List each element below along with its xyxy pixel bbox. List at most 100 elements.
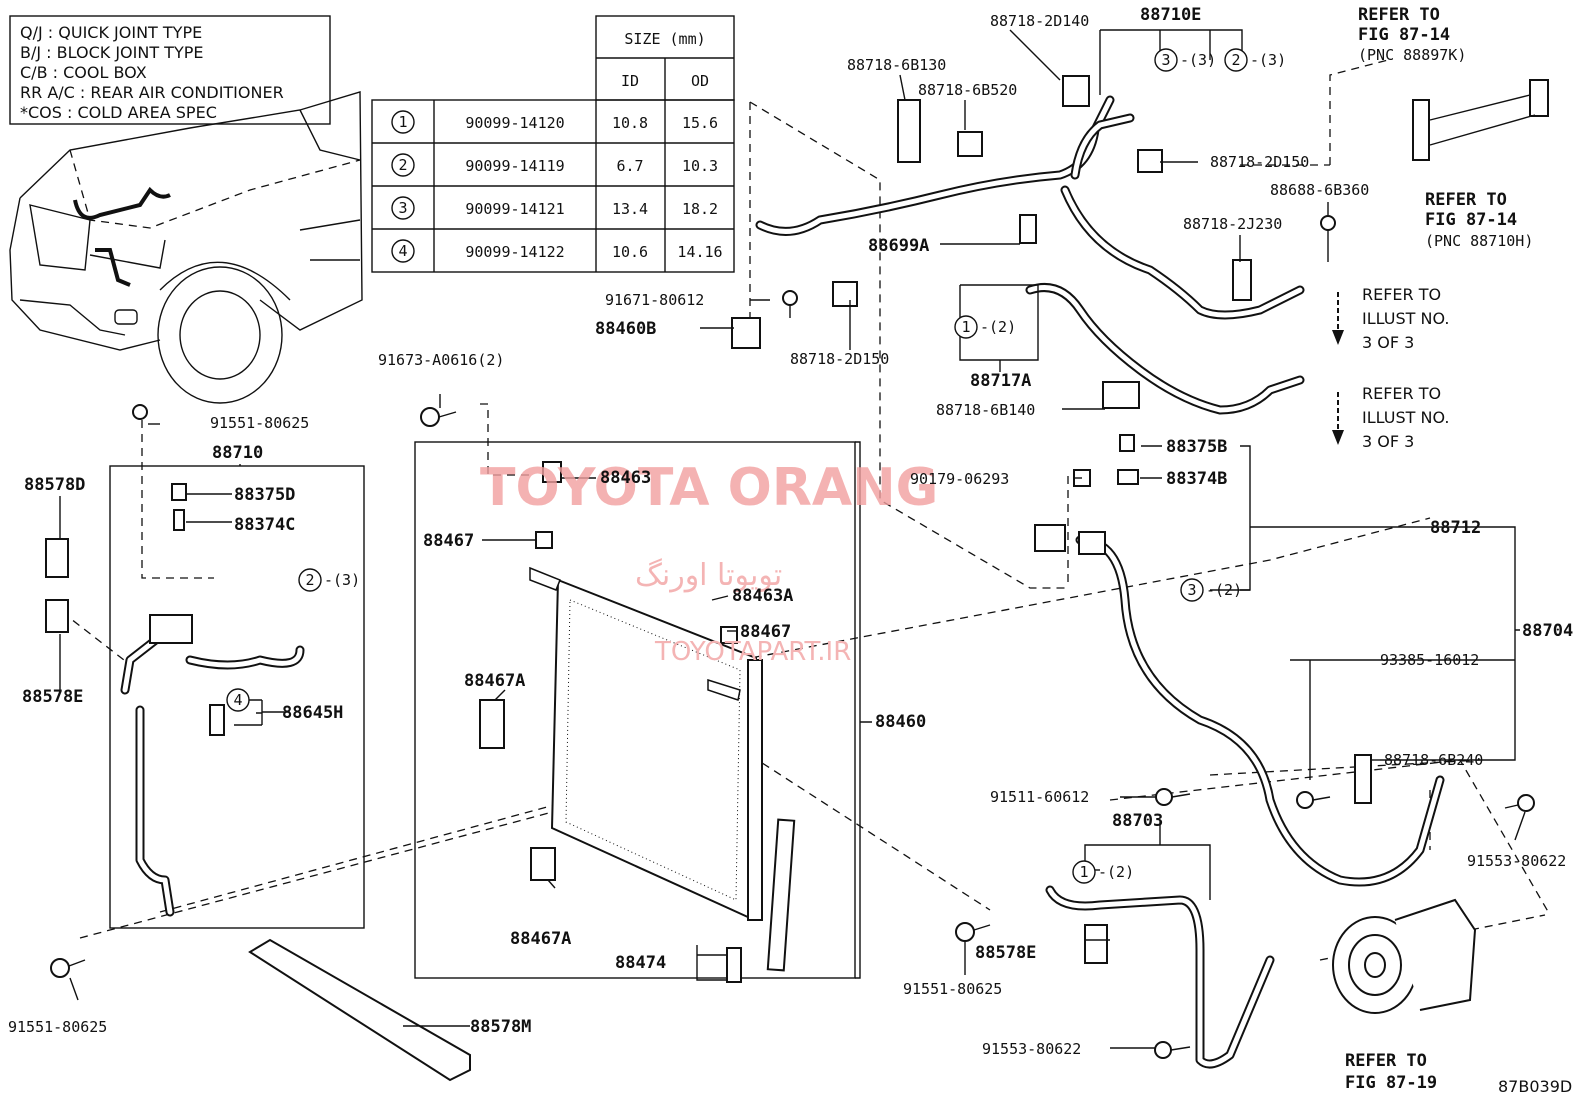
cushion-88467A bbox=[530, 847, 556, 881]
part-label: 88718-2D150 bbox=[790, 350, 889, 368]
part-label: 88710E bbox=[1140, 5, 1201, 25]
clamp-88718-2D140 bbox=[1062, 75, 1090, 107]
part-label: 88718-2D150 bbox=[1210, 153, 1309, 171]
receiver-block bbox=[149, 614, 193, 644]
switch-88645H bbox=[209, 704, 225, 736]
legend-line: RR A/C : REAR AIR CONDITIONER bbox=[20, 83, 284, 102]
ref-note-line: REFER TO bbox=[1345, 1051, 1427, 1071]
marker-qty: -(2) bbox=[980, 318, 1016, 336]
part-label: 90179-06293 bbox=[910, 470, 1009, 488]
pipe-block bbox=[1078, 531, 1106, 555]
marker-number: 2 bbox=[305, 571, 314, 589]
part-label: 88718-6B140 bbox=[936, 401, 1035, 419]
condenser-assembly-box bbox=[414, 441, 856, 979]
table-circle-marker bbox=[391, 110, 415, 134]
legend-line: C/B : COOL BOX bbox=[20, 63, 147, 82]
compressor bbox=[1332, 898, 1477, 1014]
pipe-block bbox=[1034, 524, 1066, 552]
cushion-88467A bbox=[479, 699, 505, 749]
ref-note-line: ILLUST NO. bbox=[1362, 408, 1449, 427]
cap-88375B bbox=[1119, 434, 1135, 452]
part-label: 88467 bbox=[423, 531, 474, 551]
table-row-part: 90099-14120 bbox=[465, 114, 564, 132]
legend-line: *COS : COLD AREA SPEC bbox=[20, 103, 217, 122]
receiver-assembly-box bbox=[109, 465, 365, 929]
table-row-no: 1 bbox=[398, 113, 407, 131]
part-label: 88467A bbox=[510, 929, 571, 949]
oring-size-table: SIZE (mm) ID OD 1 90099-14120 10.8 15.6 … bbox=[371, 15, 735, 273]
ref-note-line: REFER TO bbox=[1362, 285, 1441, 304]
bracket-88463 bbox=[542, 461, 562, 483]
abbreviation-legend: Q/J : QUICK JOINT TYPE B/J : BLOCK JOINT… bbox=[9, 15, 331, 125]
marker-qty: -(3) bbox=[1250, 51, 1286, 69]
marker-qty: -(2) bbox=[1098, 863, 1134, 881]
part-label: 88718-6B240 bbox=[1384, 751, 1483, 769]
part-label: 88718-2D140 bbox=[990, 12, 1089, 30]
table-row-id: 13.4 bbox=[612, 200, 648, 218]
oring-markers: 3 -(3) 2 -(3) 1 -(2) 2 -(3) 4 3 -(2) 1 -… bbox=[226, 48, 1286, 884]
part-label: 88717A bbox=[970, 371, 1031, 391]
part-label: 88712 bbox=[1430, 518, 1481, 538]
part-label: 88710 bbox=[212, 443, 263, 463]
legend-line: B/J : BLOCK JOINT TYPE bbox=[20, 43, 203, 62]
marker-number: 1 bbox=[1079, 863, 1088, 881]
part-label: 88718-6B520 bbox=[918, 81, 1017, 99]
ref-note-line: REFER TO bbox=[1425, 190, 1507, 210]
ref-note-line: (PNC 88710H) bbox=[1425, 232, 1533, 250]
ref-note-line: FIG 87-19 bbox=[1345, 1073, 1437, 1093]
reference-notes: REFER TO FIG 87-14 (PNC 88897K) REFER TO… bbox=[1332, 5, 1533, 1093]
clamp-88718-2D150 bbox=[832, 281, 858, 307]
clamp-88718-2J230 bbox=[1232, 259, 1252, 301]
pipe-end-block bbox=[1412, 99, 1430, 161]
part-label: 88374B bbox=[1166, 469, 1227, 489]
part-label: 91553-80622 bbox=[1467, 852, 1566, 870]
desiccant-88474 bbox=[726, 947, 742, 983]
marker-qty: -(3) bbox=[1180, 51, 1216, 69]
part-label: 88704 bbox=[1522, 621, 1573, 641]
part-label: 88578M bbox=[470, 1017, 531, 1037]
part-label: 91673-A0616(2) bbox=[378, 351, 504, 369]
part-label: 91551-80625 bbox=[8, 1018, 107, 1036]
table-header-id: ID bbox=[621, 72, 639, 90]
marker-number: 3 bbox=[1161, 51, 1170, 69]
ref-note-line: ILLUST NO. bbox=[1362, 309, 1449, 328]
bracket-88578D bbox=[45, 538, 69, 578]
leader-lines bbox=[59, 29, 1526, 1049]
part-label: 88375D bbox=[234, 485, 295, 505]
pipe-end-block bbox=[1529, 79, 1549, 117]
ref-note-line: 3 OF 3 bbox=[1362, 333, 1414, 352]
table-row-part: 90099-14121 bbox=[465, 200, 564, 218]
ref-note-line: FIG 87-14 bbox=[1425, 210, 1517, 230]
part-label: 88645H bbox=[282, 703, 343, 723]
part-label: 88474 bbox=[615, 953, 666, 973]
clamp-88718-6B140 bbox=[1102, 381, 1140, 409]
legend-line: Q/J : QUICK JOINT TYPE bbox=[20, 23, 202, 42]
figure-code: 87B039D bbox=[1498, 1077, 1572, 1096]
bracket-88460B bbox=[731, 317, 761, 349]
part-label: 91553-80622 bbox=[982, 1040, 1081, 1058]
valve-88374C bbox=[173, 509, 185, 531]
vehicle-location-sketch bbox=[9, 91, 363, 404]
part-label: 88463 bbox=[600, 468, 651, 488]
marker-number: 2 bbox=[1231, 51, 1240, 69]
table-row-id: 10.8 bbox=[612, 114, 648, 132]
part-label: 88578D bbox=[24, 475, 85, 495]
watermark-persian: تویوتا اورنگ bbox=[635, 558, 782, 593]
part-label: 88374C bbox=[234, 515, 295, 535]
part-label: 88718-6B130 bbox=[847, 56, 946, 74]
table-circle-marker bbox=[391, 153, 415, 177]
table-row-no: 2 bbox=[398, 156, 407, 174]
table-row-od: 18.2 bbox=[682, 200, 718, 218]
marker-qty: -(3) bbox=[324, 571, 360, 589]
bracket-88718-6B240 bbox=[1354, 754, 1372, 804]
ref-note-line: 3 OF 3 bbox=[1362, 432, 1414, 451]
table-row-id: 10.6 bbox=[612, 243, 648, 261]
bolts bbox=[50, 215, 1535, 1059]
marker-number: 4 bbox=[233, 691, 242, 709]
part-label: 93385-16012 bbox=[1380, 651, 1479, 669]
valve-88374B bbox=[1117, 469, 1139, 485]
part-label: 88460 bbox=[875, 712, 926, 732]
watermark-site: TOYOTAPART.IR bbox=[654, 637, 851, 667]
ref-note-line: REFER TO bbox=[1362, 384, 1441, 403]
part-label: 91671-80612 bbox=[605, 291, 704, 309]
